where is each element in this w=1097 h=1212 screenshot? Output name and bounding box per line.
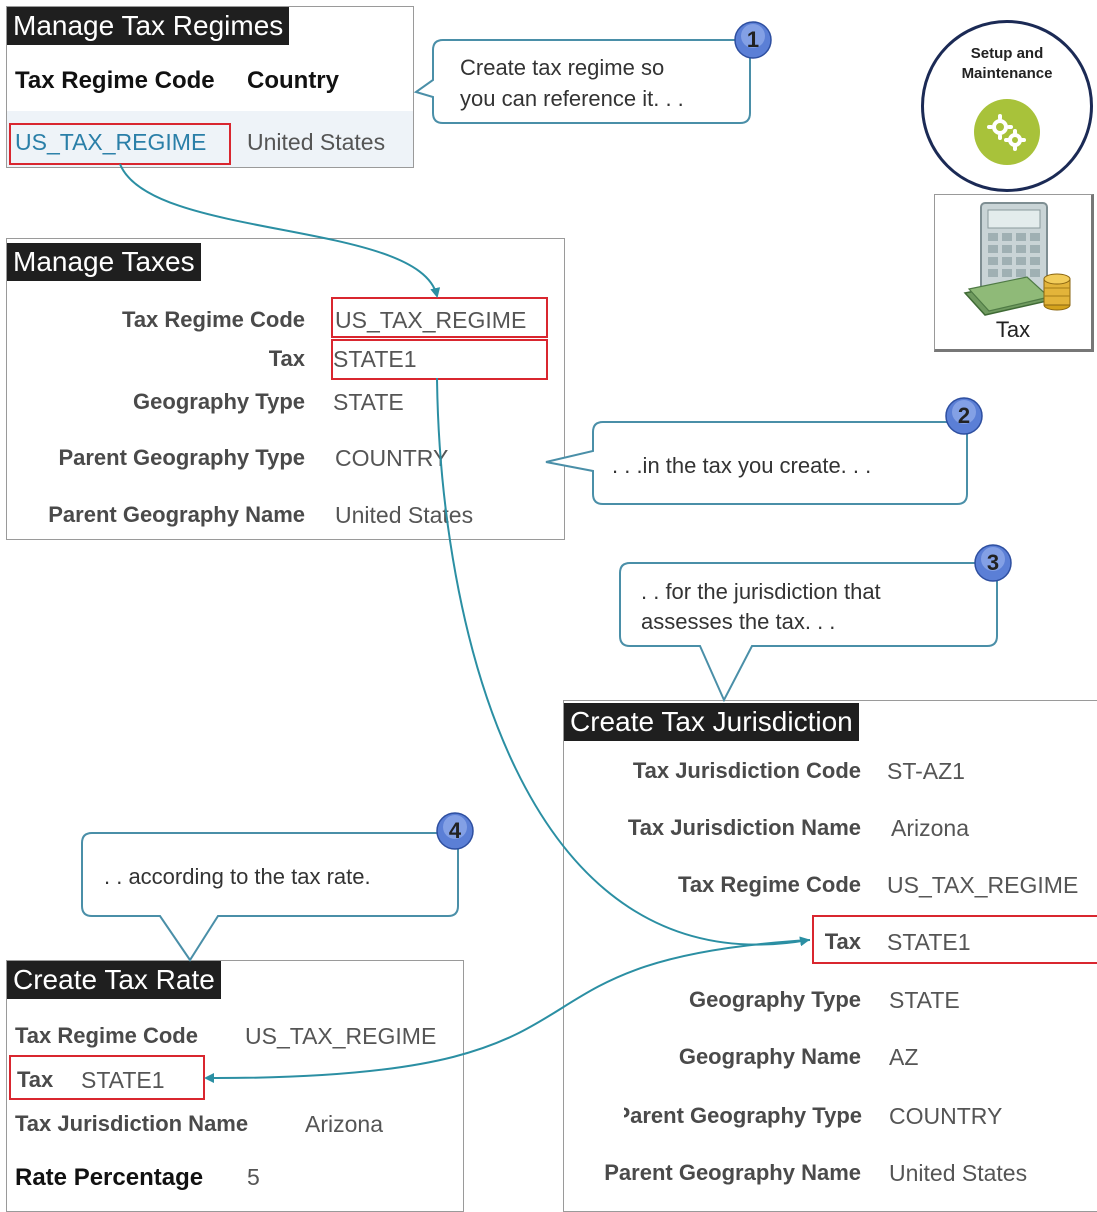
field-label: Parent Geography Type [58, 445, 305, 470]
country-value: United States [247, 129, 386, 155]
callout-2-line1: . . .in the tax you create. . . [612, 453, 872, 478]
highlight-box [331, 339, 548, 380]
field-value: ST-AZ1 [887, 758, 965, 784]
field-value: United States [889, 1160, 1028, 1186]
column-header-country: Country [247, 67, 339, 94]
highlight-box [331, 297, 548, 338]
step-badge-number: 1 [746, 27, 760, 52]
field-label: Tax Regime Code [122, 307, 305, 332]
gears-icon [974, 99, 1040, 165]
field-value: STATE1 [887, 929, 971, 955]
column-header-tax-regime-code: Tax Regime Code [15, 67, 215, 94]
field-value: Arizona [891, 815, 969, 841]
table-row [7, 111, 413, 167]
field-value: STATE [333, 389, 404, 415]
callout-bubble [81, 832, 459, 962]
field-value: STATE1 [81, 1067, 165, 1093]
setup-label-line2: Maintenance [961, 65, 1053, 82]
field-label: Parent Geography Type [624, 1103, 862, 1128]
field-label: Tax [17, 1067, 54, 1092]
manage-tax-regimes-panel: Manage Tax Regimes Tax Regime Code Count… [6, 6, 414, 168]
tax-icon-tile[interactable]: Tax [934, 194, 1094, 352]
callout-1-line1: Create tax regime so [460, 55, 665, 80]
field-label: Rate Percentage [15, 1164, 204, 1191]
tax-icon-label: Tax [995, 317, 1031, 342]
manage-taxes-panel: Manage Taxes Tax Regime Code US_TAX_REGI… [6, 238, 565, 540]
field-value: US_TAX_REGIME [245, 1023, 437, 1049]
field-value: COUNTRY [889, 1103, 1003, 1129]
field-value: Arizona [305, 1111, 383, 1137]
field-label: Tax Jurisdiction Name [627, 815, 861, 840]
field-value: US_TAX_REGIME [887, 872, 1079, 898]
tax-regime-code-link[interactable]: US_TAX_REGIME [15, 129, 207, 155]
create-tax-jurisdiction-panel: Create Tax Jurisdiction Tax Jurisdiction… [563, 700, 1097, 1212]
callout-3-line1: . . for the jurisdiction that [641, 579, 881, 604]
field-label: Tax [268, 346, 305, 371]
highlight-box [9, 1055, 205, 1100]
field-label: Tax Regime Code [15, 1023, 198, 1048]
step-badge-number: 2 [957, 403, 971, 428]
field-value: COUNTRY [335, 445, 449, 471]
panel-title: Create Tax Rate [7, 961, 221, 999]
highlight-box [9, 123, 231, 165]
field-value: 5 [247, 1164, 260, 1190]
field-value: United States [335, 502, 474, 528]
field-value: AZ [889, 1044, 919, 1070]
step-badge-number: 3 [986, 550, 1000, 575]
calculator-money-icon [963, 201, 1073, 319]
callout-4-line1: . . according to the tax rate. [104, 864, 371, 889]
callout-3-line2: assesses the tax. . . [641, 609, 836, 634]
panel-title: Manage Tax Regimes [7, 7, 290, 45]
field-value: US_TAX_REGIME [335, 307, 527, 333]
setup-and-maintenance-icon[interactable]: Setup and Maintenance [921, 20, 1093, 192]
highlight-box [812, 915, 1097, 964]
field-label: Parent Geography Name [604, 1160, 861, 1185]
field-label: Tax Regime Code [678, 872, 861, 897]
callout-1-line2: you can reference it. . . [460, 86, 684, 111]
setup-label-line1: Setup and [970, 45, 1044, 62]
panel-title: Create Tax Jurisdiction [564, 703, 859, 741]
field-label: Geography Name [678, 1044, 861, 1069]
field-label: Tax Jurisdiction Name [15, 1111, 249, 1136]
field-value: STATE [889, 987, 960, 1013]
field-label: Parent Geography Name [48, 502, 305, 527]
field-label-clip: Parent Geography Type [624, 1103, 862, 1133]
field-label: Geography Type [133, 389, 305, 414]
field-value: STATE1 [333, 346, 417, 372]
step-badge-number: 4 [448, 818, 462, 843]
create-tax-rate-panel: Create Tax Rate Tax Regime Code US_TAX_R… [6, 960, 464, 1212]
field-label: Geography Type [689, 987, 861, 1012]
field-label: Tax [824, 929, 861, 954]
panel-title: Manage Taxes [7, 243, 201, 281]
field-label: Tax Jurisdiction Code [632, 758, 861, 783]
